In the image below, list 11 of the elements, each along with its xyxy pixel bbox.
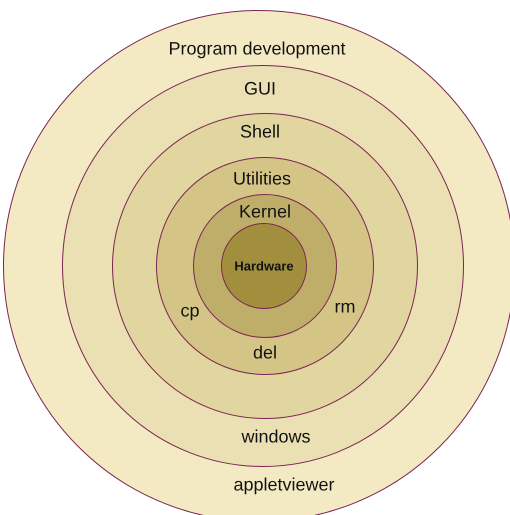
- layer-label: cp: [180, 300, 200, 322]
- layer-label: Program development: [168, 38, 346, 60]
- layer-label: Kernel: [238, 202, 292, 222]
- layer-label: Utilities: [233, 168, 291, 190]
- layer-label: rm: [334, 296, 356, 318]
- layer-label: GUI: [244, 78, 276, 100]
- layer-label: Hardware: [234, 258, 294, 274]
- layer-label: appletviewer: [233, 474, 335, 496]
- layer-label: windows: [241, 426, 311, 448]
- layer-label: del: [252, 342, 278, 364]
- layer-label: Shell: [240, 122, 280, 142]
